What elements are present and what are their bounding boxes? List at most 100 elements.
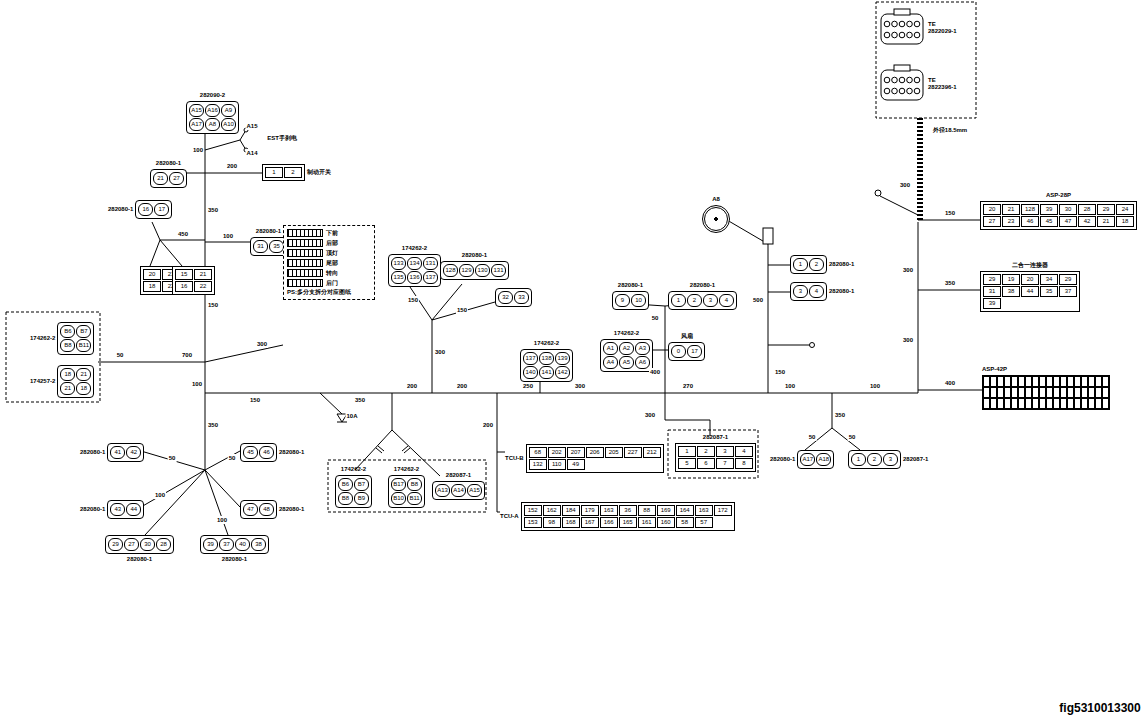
part-number: 282080-1 <box>462 252 487 259</box>
pin-number: 47 <box>1059 216 1077 227</box>
cavity <box>990 398 997 409</box>
branch-name: 转向 <box>326 270 338 277</box>
wire-length: 300 <box>902 266 914 274</box>
part-number: 282090-2 <box>200 92 225 99</box>
round-connector <box>702 205 730 233</box>
wire <box>880 196 918 215</box>
pin-number: 160 <box>657 517 675 528</box>
pin-number: A9 <box>221 104 236 117</box>
row-symbol <box>287 279 323 287</box>
terminal <box>810 343 815 348</box>
pin-number: 28 <box>156 538 171 551</box>
pin-number: A17 <box>189 118 204 131</box>
cavity <box>1081 398 1088 409</box>
pin-number: 134 <box>407 257 422 270</box>
pin-number: 40 <box>235 538 250 551</box>
wire-length: 50 <box>228 454 237 462</box>
connector-housing: 12345678 <box>675 443 756 472</box>
pin-number: A8 <box>205 118 220 131</box>
connector: TE2822396-1 <box>880 64 957 104</box>
pin-number: 29 <box>1097 204 1115 215</box>
cavity <box>1088 398 1095 409</box>
wire-length: 150 <box>774 368 786 376</box>
cavity <box>1074 398 1081 409</box>
connector: 282090-2A15A16A9A17A8A10 <box>186 92 239 134</box>
pin-number: 139 <box>555 352 570 365</box>
wire-length: 450 <box>177 230 189 238</box>
connector-housing: 4142 <box>107 443 144 462</box>
group-outline <box>6 312 100 402</box>
wire-length: 300 <box>644 411 656 419</box>
pin-number: 4 <box>735 446 753 457</box>
pin-number: 34 <box>1040 274 1058 285</box>
cavity <box>1074 376 1081 387</box>
wire-length: 150 <box>944 209 956 217</box>
cavity <box>1102 376 1109 387</box>
wire-length: 300 <box>256 340 268 348</box>
cavity <box>1032 387 1039 398</box>
pin-number: 27 <box>169 172 184 185</box>
connector-housing: 3135 <box>250 237 287 256</box>
part-number: 282080-1 <box>256 228 281 235</box>
pin-number: 137 <box>423 271 438 284</box>
part-number: 282080-1 <box>770 456 795 463</box>
connector: 282080-112 <box>790 255 854 274</box>
pin-number: 24 <box>1116 204 1134 215</box>
connector: ASP-28P202112839302829242723464547422118 <box>980 192 1137 230</box>
connector: TCU-A15216218417916336881691641631721539… <box>500 502 735 531</box>
cavity <box>1011 398 1018 409</box>
connector-housing: 6820220720620522721213211049 <box>526 444 664 473</box>
pin-number: 128 <box>443 264 458 277</box>
pin-number: 1 <box>671 294 686 307</box>
connector: 174262-2B6B7B8B11 <box>30 322 94 355</box>
group-outline <box>876 2 976 118</box>
connector-housing: 1521621841791633688169164163172153981681… <box>521 502 735 531</box>
connector-housing: 1617 <box>135 200 172 219</box>
pin-number: 167 <box>581 517 599 528</box>
wire-length: 300 <box>902 336 914 344</box>
pin-number: 131 <box>491 264 506 277</box>
part-number: 282080-1 <box>829 261 854 268</box>
wire <box>186 173 262 174</box>
wire-length: 150 <box>207 301 219 309</box>
wire-length: 100 <box>154 491 166 499</box>
connector: 282080-134 <box>790 282 854 301</box>
pin-number: 22 <box>194 281 212 292</box>
part-number: 282080-1 <box>279 449 304 456</box>
connector-housing: 29273028 <box>105 535 174 554</box>
connector-housing: 18212118 <box>57 365 94 398</box>
pin-number: B11 <box>76 339 91 352</box>
part-number: 174262-2 <box>341 466 366 473</box>
connector: 282080-139374038 <box>200 535 269 563</box>
pin-number: B8 <box>407 478 422 491</box>
pin-number: 131 <box>423 257 438 270</box>
pin-number: 20 <box>143 269 161 280</box>
cavity <box>1102 387 1109 398</box>
part-number: 174262-2 <box>30 335 55 342</box>
wire-length: 300 <box>434 348 446 356</box>
pin-number: 110 <box>548 459 566 470</box>
pin-number: A18 <box>816 453 831 466</box>
connector: 15211622 <box>172 266 215 295</box>
pin-number: 29 <box>108 538 123 551</box>
wire-length: 50 <box>808 433 817 441</box>
part-number: 174262-2 <box>402 245 427 252</box>
pin-number: 42 <box>126 446 141 459</box>
note-panel: 下前后部顶灯尾部转向后门PS:多分支拆分对应图纸 <box>283 225 375 300</box>
pin-number: A6 <box>635 356 650 369</box>
pin-number: 18 <box>76 382 91 395</box>
cavity <box>1004 387 1011 398</box>
wire <box>768 244 810 393</box>
pin-number: 45 <box>1040 216 1058 227</box>
part-number: 制动开关 <box>307 169 331 176</box>
cavity <box>1011 387 1018 398</box>
part-number: 174262-2 <box>614 330 639 337</box>
cavity <box>983 398 990 409</box>
connector-housing: 017 <box>668 342 705 361</box>
pin-number: 36 <box>619 505 637 516</box>
pin-number: 41 <box>110 446 125 459</box>
part-number: ASP-28P <box>1046 192 1071 199</box>
pin-number: 161 <box>638 517 656 528</box>
wire-length: 150 <box>249 396 261 404</box>
connector-housing: A15A16A9A17A8A10 <box>186 101 239 134</box>
